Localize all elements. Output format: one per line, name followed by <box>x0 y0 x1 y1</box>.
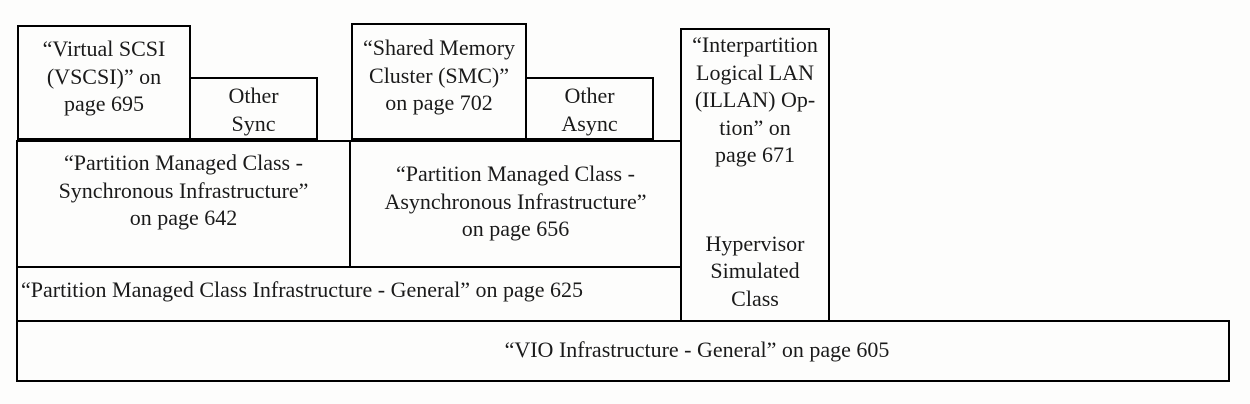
shared-memory-cluster-label: “Shared Memory Cluster (SMC)” on page 70… <box>362 35 516 115</box>
async-infrastructure-box: “Partition Managed Class - Asynchronous … <box>349 140 682 268</box>
hypervisor-simulated-class-label: Hypervisor Simulated Class <box>705 230 805 311</box>
sync-infrastructure-box: “Partition Managed Class - Synchronous I… <box>16 140 351 268</box>
vio-general-label: “VIO Infrastructure - General” on page 6… <box>504 337 890 362</box>
other-sync-label: Other Sync <box>228 83 279 136</box>
other-async-label: Other Async <box>561 83 618 136</box>
pmc-general-box: “Partition Managed Class Infrastructure … <box>16 266 682 322</box>
other-sync-box: Other Sync <box>189 77 318 140</box>
other-async-box: Other Async <box>525 77 654 140</box>
illan-option-label: “Interpartition Logical LAN (ILLAN) Op- … <box>692 32 818 167</box>
sync-infrastructure-label: “Partition Managed Class - Synchronous I… <box>58 150 309 230</box>
shared-memory-cluster-box: “Shared Memory Cluster (SMC)” on page 70… <box>351 23 527 140</box>
virtual-scsi-label: “Virtual SCSI (VSCSI)” on page 695 <box>42 36 166 116</box>
vio-general-box: “VIO Infrastructure - General” on page 6… <box>16 320 1230 382</box>
illan-hypervisor-box: “Interpartition Logical LAN (ILLAN) Op- … <box>680 28 830 322</box>
async-infrastructure-label: “Partition Managed Class - Asynchronous … <box>384 161 647 241</box>
pmc-general-label: “Partition Managed Class Infrastructure … <box>20 277 584 302</box>
virtual-scsi-box: “Virtual SCSI (VSCSI)” on page 695 <box>17 25 191 140</box>
